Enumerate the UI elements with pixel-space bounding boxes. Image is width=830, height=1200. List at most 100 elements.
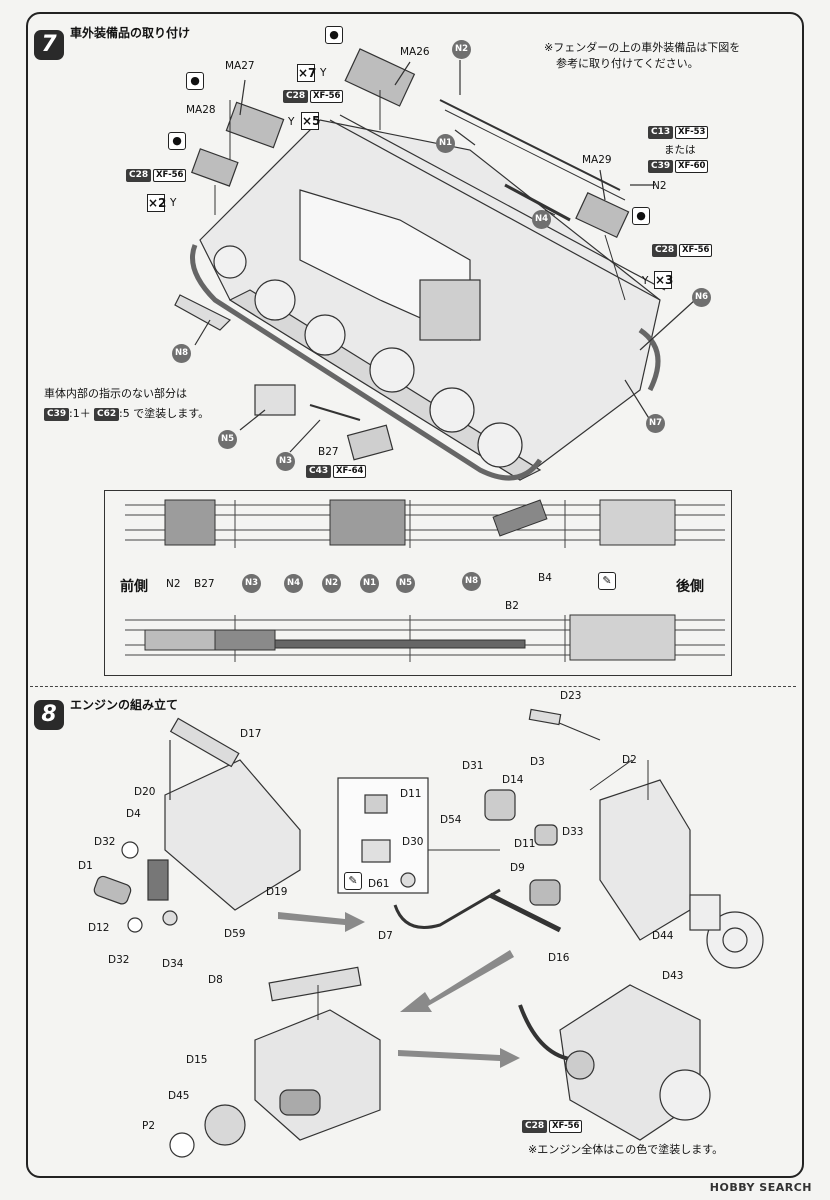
part-marker: N3 bbox=[276, 452, 295, 471]
instruction-frame bbox=[26, 12, 804, 1178]
paint-xf: XF-56 bbox=[153, 169, 187, 182]
fender-layout-diagram bbox=[104, 490, 732, 676]
quantity-badge: ×3 bbox=[654, 271, 674, 289]
part-label: D20 bbox=[134, 786, 156, 798]
paint-xf: XF-64 bbox=[333, 465, 367, 478]
part-marker: N5 bbox=[218, 430, 237, 449]
part-label: D61 bbox=[368, 878, 390, 890]
step-divider bbox=[30, 686, 796, 687]
paint-code: C43 bbox=[306, 465, 332, 478]
paint-drop-icon: ● bbox=[168, 132, 186, 150]
part-label: D12 bbox=[88, 922, 110, 934]
part-label: D44 bbox=[652, 930, 674, 942]
part-label: D17 bbox=[240, 728, 262, 740]
part-label: D8 bbox=[208, 974, 223, 986]
quantity-badge: ×2 bbox=[147, 194, 167, 212]
part-label: D32 bbox=[94, 836, 116, 848]
step-7-title: 車外装備品の取り付け bbox=[70, 26, 191, 40]
diagram-label: N2 bbox=[166, 578, 181, 590]
part-label: MA26 bbox=[400, 46, 430, 58]
part-label: D45 bbox=[168, 1090, 190, 1102]
y-label: Y bbox=[170, 197, 177, 209]
part-marker: N7 bbox=[646, 414, 665, 433]
diagram-marker: N5 bbox=[396, 574, 415, 593]
inside-note-line1: 車体内部の指示のない部分は bbox=[44, 387, 187, 400]
diagram-marker: N4 bbox=[284, 574, 303, 593]
brush-icon: ✎ bbox=[344, 872, 362, 890]
part-label: D2 bbox=[622, 754, 637, 766]
diagram-marker: N1 bbox=[360, 574, 379, 593]
y-label: Y bbox=[320, 67, 327, 79]
inside-note-ratio-b: :5 で塗装します。 bbox=[119, 407, 210, 420]
part-marker: N2 bbox=[452, 40, 471, 59]
paint-code: C39 bbox=[648, 160, 674, 173]
diagram-label: B2 bbox=[505, 600, 519, 612]
step-8-title: エンジンの組み立て bbox=[70, 698, 179, 712]
part-marker: N8 bbox=[172, 344, 191, 363]
part-label: D7 bbox=[378, 930, 393, 942]
paint-xf: XF-56 bbox=[679, 244, 713, 257]
part-label: P2 bbox=[142, 1120, 156, 1132]
diagram-marker: N2 bbox=[322, 574, 341, 593]
paint-xf: XF-56 bbox=[549, 1120, 583, 1133]
part-label: D16 bbox=[548, 952, 570, 964]
paint-code: C28 bbox=[126, 169, 152, 182]
part-label: D54 bbox=[440, 814, 462, 826]
step-7-note-line1: ※フェンダーの上の車外装備品は下図を bbox=[544, 41, 741, 54]
paint-code: C28 bbox=[522, 1120, 548, 1133]
paint-code: C39 bbox=[44, 408, 70, 421]
or-label: または bbox=[664, 144, 696, 156]
paint-drop-icon: ● bbox=[325, 26, 343, 44]
part-label: D33 bbox=[562, 826, 584, 838]
paint-xf: XF-53 bbox=[675, 126, 709, 139]
part-label: D3 bbox=[530, 756, 545, 768]
part-label: N2 bbox=[652, 180, 667, 192]
part-label: MA29 bbox=[582, 154, 612, 166]
quantity-badge: ×7 bbox=[297, 64, 317, 82]
paint-drop-icon: ● bbox=[632, 207, 650, 225]
diagram-label: B4 bbox=[538, 572, 552, 584]
watermark: HOBBY SEARCH bbox=[709, 1181, 812, 1194]
paint-code: C28 bbox=[652, 244, 678, 257]
part-label: MA28 bbox=[186, 104, 216, 116]
paint-code: C62 bbox=[94, 408, 120, 421]
part-marker: N4 bbox=[532, 210, 551, 229]
inside-note-ratio-a: :1＋ bbox=[69, 407, 91, 420]
diagram-marker: N3 bbox=[242, 574, 261, 593]
part-label: B27 bbox=[318, 446, 339, 458]
part-marker: N6 bbox=[692, 288, 711, 307]
engine-paint-note: ※エンジン全体はこの色で塗装します。 bbox=[528, 1143, 724, 1156]
rear-label: 後側 bbox=[676, 579, 704, 595]
part-label: D30 bbox=[402, 836, 424, 848]
diagram-label: B27 bbox=[194, 578, 215, 590]
paint-code: C28 bbox=[283, 90, 309, 103]
part-label: D31 bbox=[462, 760, 484, 772]
y-label: Y bbox=[288, 116, 295, 128]
part-label: D32 bbox=[108, 954, 130, 966]
part-label: D59 bbox=[224, 928, 246, 940]
paint-code: C13 bbox=[648, 126, 674, 139]
part-marker: N1 bbox=[436, 134, 455, 153]
part-label: D14 bbox=[502, 774, 524, 786]
part-label: D11 bbox=[400, 788, 422, 800]
part-label: D34 bbox=[162, 958, 184, 970]
step-8-number: 8 bbox=[34, 700, 64, 730]
step-7-note-line2: 参考に取り付けてください。 bbox=[556, 57, 699, 70]
part-label: D9 bbox=[510, 862, 525, 874]
part-label: D23 bbox=[560, 690, 582, 702]
part-label: D19 bbox=[266, 886, 288, 898]
paint-xf: XF-56 bbox=[310, 90, 344, 103]
step-7-number: 7 bbox=[34, 30, 64, 60]
y-label: Y bbox=[642, 275, 649, 287]
part-label: D43 bbox=[662, 970, 684, 982]
paint-drop-icon: ● bbox=[186, 72, 204, 90]
diagram-marker: N8 bbox=[462, 572, 481, 591]
part-label: D11 bbox=[514, 838, 536, 850]
part-label: D15 bbox=[186, 1054, 208, 1066]
part-label: D1 bbox=[78, 860, 93, 872]
part-label: MA27 bbox=[225, 60, 255, 72]
front-label: 前側 bbox=[120, 579, 148, 595]
brush-icon: ✎ bbox=[598, 572, 616, 590]
paint-xf: XF-60 bbox=[675, 160, 709, 173]
quantity-badge: ×5 bbox=[301, 112, 321, 130]
